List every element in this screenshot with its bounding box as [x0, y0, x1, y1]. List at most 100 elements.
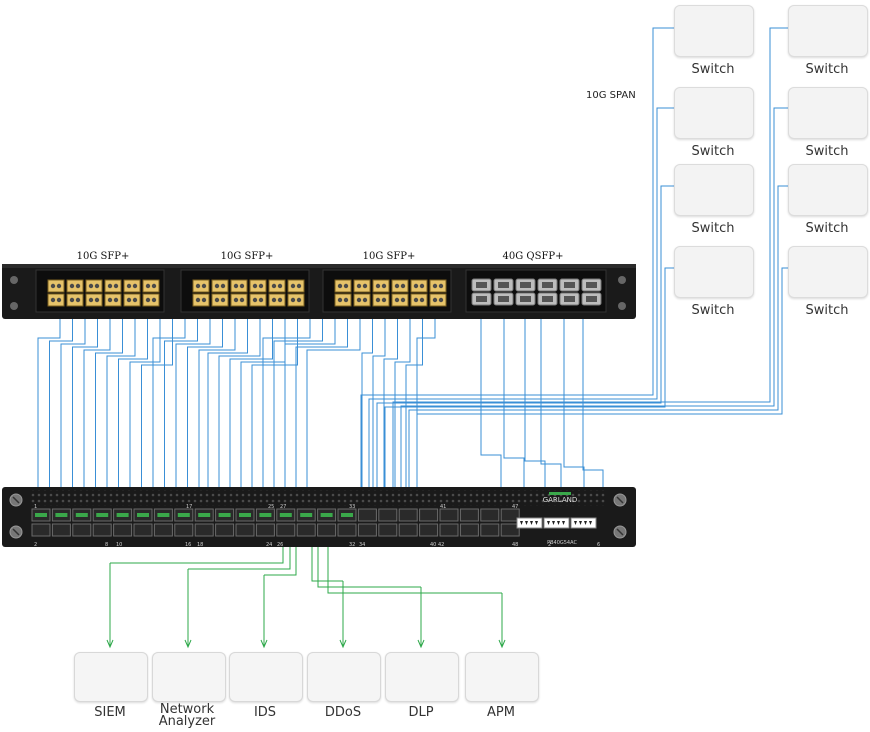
qsfp-link	[480, 318, 502, 500]
qsfp-uplink	[570, 517, 597, 529]
fiber-connector	[126, 283, 132, 289]
switch-node[interactable]	[674, 5, 754, 57]
tap-link	[129, 318, 161, 500]
fiber-connector	[145, 283, 151, 289]
tool-dlp[interactable]	[385, 652, 459, 702]
tap-link	[383, 318, 398, 500]
tap-group-label: 10G SFP+	[362, 251, 416, 262]
tool-siem[interactable]	[74, 652, 148, 702]
port-led-green	[279, 513, 292, 517]
fiber-connector	[56, 297, 62, 303]
broker-port	[480, 508, 500, 522]
fiber-connector	[381, 297, 387, 303]
qsfp-mark	[557, 521, 560, 525]
port-number: 47	[512, 504, 518, 510]
fiber-connector	[107, 283, 113, 289]
tool-link-arrow	[260, 639, 268, 649]
switch-label: Switch	[805, 303, 849, 318]
screw-slot	[616, 496, 624, 504]
qsfp-cage	[520, 296, 531, 302]
sfp-port	[47, 279, 65, 293]
fiber-connector	[239, 297, 245, 303]
fiber-connector	[195, 297, 201, 303]
broker-port	[378, 523, 398, 537]
broker-port	[113, 523, 133, 537]
span-link	[400, 107, 788, 500]
tap-link	[405, 318, 423, 500]
tool-label: SIEM	[94, 705, 126, 720]
tap-chassis	[2, 264, 636, 319]
fiber-connector	[343, 283, 349, 289]
switch-node[interactable]	[788, 87, 868, 139]
tool-label: IDS	[253, 705, 277, 720]
model-label: PB40G54AC	[547, 540, 577, 546]
fiber-connector	[220, 297, 226, 303]
switch-node[interactable]	[674, 164, 754, 216]
tap-link	[372, 318, 386, 500]
mount-screw	[10, 276, 18, 284]
tap-link	[83, 318, 111, 500]
switch-label: Switch	[691, 62, 735, 77]
fiber-connector	[113, 297, 119, 303]
qsfp-mark	[552, 521, 555, 525]
span-link	[376, 185, 674, 500]
qsfp-uplink	[543, 517, 570, 529]
qsfp-mark	[589, 521, 592, 525]
tap-group-label: 10G SFP+	[220, 251, 274, 262]
sfp-port	[287, 293, 305, 307]
qsfp-mark	[562, 521, 565, 525]
port-number: 27	[280, 504, 286, 510]
sfp-port	[211, 293, 229, 307]
broker-port	[419, 508, 439, 522]
fiber-connector	[214, 297, 220, 303]
fiber-connector	[107, 297, 113, 303]
sfp-port	[249, 279, 267, 293]
fiber-connector	[277, 283, 283, 289]
tool-link	[188, 545, 291, 570]
sfp-port	[192, 293, 210, 307]
tool-apm[interactable]	[465, 652, 539, 702]
mount-screw	[618, 302, 626, 310]
port-number: 41	[440, 504, 446, 510]
fiber-connector	[271, 297, 277, 303]
broker-port	[133, 523, 153, 537]
tool-label: DDoS	[324, 705, 362, 720]
fiber-connector	[258, 297, 264, 303]
qsfp-cage	[586, 296, 597, 302]
switch-node[interactable]	[788, 246, 868, 298]
fiber-connector	[94, 283, 100, 289]
tap-link	[273, 318, 323, 500]
fiber-connector	[113, 283, 119, 289]
broker-port	[378, 508, 398, 522]
sfp-port	[391, 279, 409, 293]
tap-link	[60, 318, 86, 500]
port-number: 2	[34, 542, 37, 548]
port-number: 24	[266, 542, 272, 548]
switch-node[interactable]	[674, 246, 754, 298]
qsfp-mark	[579, 521, 582, 525]
sfp-port	[249, 293, 267, 307]
switch-node[interactable]	[674, 87, 754, 139]
tool-network-analyzer[interactable]	[152, 652, 226, 702]
switch-label: Switch	[691, 221, 735, 236]
tool-link-arrow	[339, 639, 347, 649]
tap-link	[49, 318, 73, 500]
switch-node[interactable]	[788, 5, 868, 57]
tool-ids[interactable]	[229, 652, 303, 702]
span-link	[368, 107, 674, 500]
switch-label: Switch	[805, 221, 849, 236]
fiber-connector	[195, 283, 201, 289]
fiber-connector	[438, 283, 444, 289]
brand-label: GARLAND	[543, 496, 578, 504]
fiber-connector	[438, 297, 444, 303]
switch-label: Switch	[691, 144, 735, 159]
port-number: 8	[105, 542, 108, 548]
fiber-connector	[69, 283, 75, 289]
switch-node[interactable]	[788, 164, 868, 216]
fiber-connector	[277, 297, 283, 303]
tool-ddos[interactable]	[307, 652, 381, 702]
fiber-connector	[356, 283, 362, 289]
tap-link	[361, 318, 373, 500]
